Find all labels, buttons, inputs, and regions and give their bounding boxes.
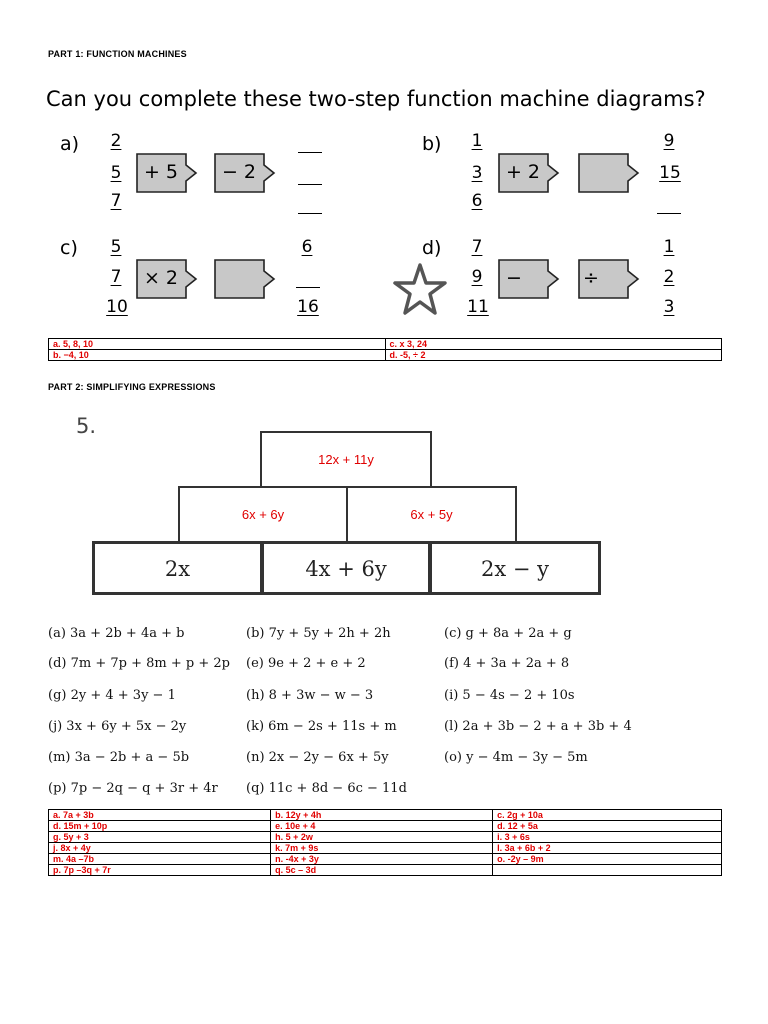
expression: (m) 3a − 2b + a − 5b [48, 750, 190, 765]
pyramid-top: 12x + 11y [260, 431, 432, 488]
answer-cell: b. −4, 10 [48, 349, 386, 361]
part1-title: PART 1: FUNCTION MACHINES [48, 49, 187, 59]
part1-question: Can you complete these two-step function… [46, 87, 706, 111]
machine-a-output-3 [298, 213, 322, 214]
machine-c-input-3: 10 [106, 297, 128, 317]
answer-cell: d. 15m + 10p [47, 820, 272, 832]
machine-d-output-2: 2 [663, 267, 675, 287]
answer-cell: e. 10e + 4 [270, 820, 494, 832]
machine-c-output-1: 6 [301, 237, 313, 257]
answer-cell: d. -5, ÷ 2 [384, 349, 722, 361]
answer-cell: l. 3a + 6b + 2 [492, 842, 722, 854]
answer-cell: o. -2y – 9m [492, 853, 722, 865]
machine-a-output-2 [298, 184, 322, 185]
table-row: j. 8x + 4y k. 7m + 9s l. 3a + 6b + 2 [47, 842, 722, 854]
machine-b-output-1: 9 [663, 131, 675, 151]
machine-d-input-2: 9 [471, 267, 483, 287]
answer-cell: q. 5c – 3d [270, 864, 494, 876]
machine-c-output-2 [296, 287, 320, 288]
expression: (n) 2x − 2y − 6x + 5y [246, 750, 389, 765]
machine-a-op2: − 2 [221, 161, 257, 183]
machine-c-op2 [214, 259, 264, 297]
answer-cell: j. 8x + 4y [47, 842, 272, 854]
expression: (b) 7y + 5y + 2h + 2h [246, 626, 391, 641]
answer-cell: m. 4a –7b [47, 853, 272, 865]
answer-cell: p. 7p –3q + 7r [47, 864, 272, 876]
machine-a-op1: + 5 [143, 161, 179, 183]
answer-cell: h. 5 + 2w [270, 831, 494, 843]
machine-d-output-1: 1 [663, 237, 675, 257]
machine-d-label: d) [422, 237, 442, 259]
expression: (q) 11c + 8d − 6c − 11d [246, 781, 407, 796]
expression: (c) g + 8a + 2a + g [444, 626, 572, 641]
expression: (o) y − 4m − 3y − 5m [444, 750, 588, 765]
table-row: p. 7p –3q + 7r q. 5c – 3d [47, 864, 722, 876]
pyramid-middle-left: 6x + 6y [178, 486, 348, 543]
machine-b-op2 [578, 153, 628, 191]
expression: (l) 2a + 3b − 2 + a + 3b + 4 [444, 719, 632, 734]
machine-a-input-3: 7 [110, 191, 122, 211]
pyramid-bottom-right: 2x − y [429, 541, 601, 595]
answer-cell: g. 5y + 3 [47, 831, 272, 843]
table-row: d. 15m + 10p e. 10e + 4 d. 12 + 5a [47, 820, 722, 832]
machine-b-label: b) [422, 133, 442, 155]
expression: (e) 9e + 2 + e + 2 [246, 656, 366, 671]
expression: (h) 8 + 3w − w − 3 [246, 688, 374, 703]
machine-a-label: a) [60, 133, 80, 155]
expression: (g) 2y + 4 + 3y − 1 [48, 688, 176, 703]
machine-d-op2: ÷ [583, 267, 599, 289]
answer-cell: d. 12 + 5a [492, 820, 722, 832]
machine-c-input-1: 5 [110, 237, 122, 257]
machine-a-input-2: 5 [110, 163, 122, 183]
machine-c-op1: × 2 [143, 267, 179, 289]
machine-c-input-2: 7 [110, 267, 122, 287]
pyramid-bottom-middle: 4x + 6y [261, 541, 431, 595]
machine-a-input-1: 2 [110, 131, 122, 151]
answer-cell: c. x 3, 24 [384, 338, 722, 350]
expression: (j) 3x + 6y + 5x − 2y [48, 719, 187, 734]
table-row: a. 7a + 3b b. 12y + 4h c. 2g + 10a [47, 809, 722, 821]
machine-c-label: c) [60, 237, 78, 259]
table-row: m. 4a –7b n. -4x + 3y o. -2y – 9m [47, 853, 722, 865]
expression: (d) 7m + 7p + 8m + p + 2p [48, 656, 230, 671]
machine-a-output-1 [298, 152, 322, 153]
expression: (a) 3a + 2b + 4a + b [48, 626, 185, 641]
answer-cell: a. 5, 8, 10 [48, 338, 386, 350]
star-icon [393, 263, 447, 315]
machine-b-input-2: 3 [471, 163, 483, 183]
answer-cell: i. 3 + 6s [492, 831, 722, 843]
expression: (k) 6m − 2s + 11s + m [246, 719, 397, 734]
table-row: g. 5y + 3 h. 5 + 2w i. 3 + 6s [47, 831, 722, 843]
expression: (f) 4 + 3a + 2a + 8 [444, 656, 570, 671]
machine-b-output-2: 15 [659, 163, 681, 183]
expression: (p) 7p − 2q − q + 3r + 4r [48, 781, 218, 796]
machine-b-input-3: 6 [471, 191, 483, 211]
part1-answer-table: a. 5, 8, 10 c. x 3, 24 b. −4, 10 d. -5, … [48, 338, 722, 361]
machine-b-input-1: 1 [471, 131, 483, 151]
answer-cell: b. 12y + 4h [270, 809, 494, 821]
pyramid-bottom-left: 2x [92, 541, 263, 595]
machine-b-op1: + 2 [505, 161, 541, 183]
part2-answer-table: a. 7a + 3b b. 12y + 4h c. 2g + 10a d. 15… [47, 809, 722, 876]
machine-d-output-3: 3 [663, 297, 675, 317]
machine-b-output-3 [657, 213, 681, 214]
table-row: a. 5, 8, 10 c. x 3, 24 [48, 338, 722, 350]
answer-cell: k. 7m + 9s [270, 842, 494, 854]
machine-d-input-1: 7 [471, 237, 483, 257]
machine-c-output-3: 16 [297, 297, 319, 317]
answer-cell [492, 864, 722, 876]
pyramid-number: 5. [76, 414, 97, 438]
machine-d-op1: − [506, 267, 522, 289]
part2-title: PART 2: SIMPLIFYING EXPRESSIONS [48, 382, 216, 392]
table-row: b. −4, 10 d. -5, ÷ 2 [48, 349, 722, 361]
expression: (i) 5 − 4s − 2 + 10s [444, 688, 575, 703]
machine-d-input-3: 11 [467, 297, 489, 317]
answer-cell: a. 7a + 3b [47, 809, 272, 821]
answer-cell: c. 2g + 10a [492, 809, 722, 821]
answer-cell: n. -4x + 3y [270, 853, 494, 865]
pyramid-middle-right: 6x + 5y [346, 486, 517, 543]
